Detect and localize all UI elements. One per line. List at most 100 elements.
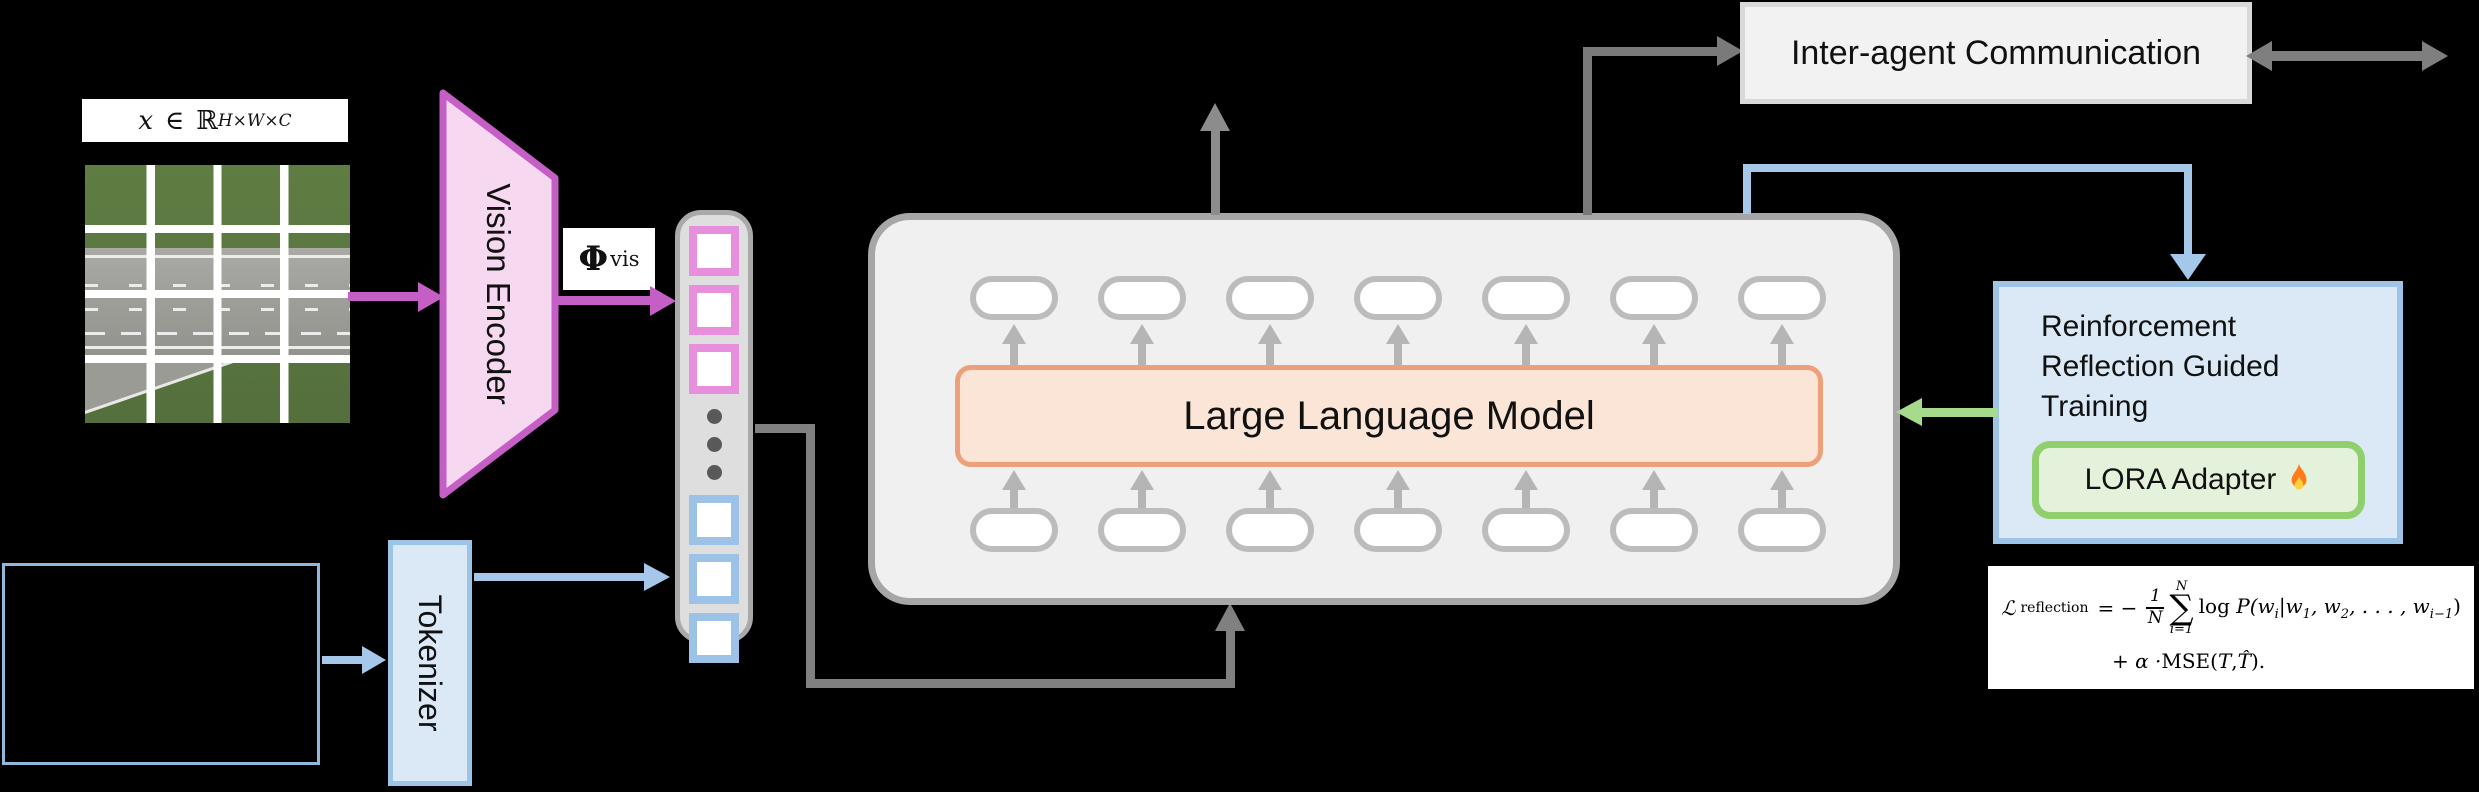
vision-encoder-label: Vision Encoder [480, 183, 517, 405]
tokens-to-llm-arrowhead [1215, 603, 1245, 631]
text-token [689, 613, 739, 663]
output-token-slot [1354, 276, 1442, 320]
input-var: x [138, 105, 153, 136]
model-to-output-arrow-line [1010, 343, 1018, 366]
model-to-output-arrowhead [1258, 324, 1282, 344]
input-token-slot [1610, 508, 1698, 552]
interagent-external-arrow-line [2270, 51, 2424, 61]
inter-agent-communication-box: Inter-agent Communication [1740, 2, 2252, 104]
text-prompt-box [2, 563, 320, 765]
llm-to-training-connector [1743, 164, 1751, 214]
model-to-output-arrowhead [1514, 324, 1538, 344]
llm-label: Large Language Model [1183, 393, 1595, 438]
ellipsis-dot [706, 409, 722, 424]
tensor-dims: H×W×C [217, 110, 292, 131]
input-token-slot [1354, 508, 1442, 552]
inter-agent-label: Inter-agent Communication [1790, 33, 2202, 72]
tokenizer-label: Tokenizer [412, 594, 449, 732]
log-term: log P(wi|w1, w2, . . . , wi−1) [2198, 594, 2461, 622]
ellipsis-dot [706, 437, 722, 452]
input-token-slot [1226, 508, 1314, 552]
text-token [689, 554, 739, 604]
tokens-to-llm-connector [755, 424, 815, 433]
model-to-output-arrowhead [1002, 324, 1026, 344]
input-to-model-arrow-line [1010, 489, 1018, 509]
model-to-output-arrow-line [1138, 343, 1146, 366]
input-to-model-arrowhead [1130, 470, 1154, 490]
input-tensor-label: x ∈ ℝ H×W×C [82, 99, 348, 142]
llm-to-training-arrowhead [2170, 254, 2206, 280]
input-to-model-arrow-line [1650, 489, 1658, 509]
model-to-output-arrowhead [1130, 324, 1154, 344]
training-to-llm-arrow-line [1922, 408, 1998, 417]
training-title-line: Training [2041, 390, 2149, 423]
output-token-slot [1738, 276, 1826, 320]
output-token-slot [1482, 276, 1570, 320]
llm-to-interagent-connector [1583, 47, 1592, 215]
llm-output-arrow-line [1211, 131, 1220, 215]
model-to-output-arrowhead [1770, 324, 1794, 344]
summation: N ∑ i=1 [2169, 578, 2194, 638]
input-token-slot [1098, 508, 1186, 552]
training-title-line: Reflection Guided [2041, 350, 2280, 383]
tokens-to-llm-connector [806, 424, 815, 688]
lora-adapter-label: LORA Adapter [2084, 463, 2277, 496]
patch-grid-overlay [85, 165, 350, 423]
llm-core: Large Language Model [955, 365, 1823, 467]
element-of-symbol: ∈ [165, 105, 185, 136]
output-token-slot [1226, 276, 1314, 320]
input-to-model-arrowhead [1258, 470, 1282, 490]
model-to-output-arrow-line [1650, 343, 1658, 366]
vision-token [689, 285, 739, 335]
training-title-line: Reinforcement [2041, 310, 2237, 343]
encoder-to-tokens-arrowhead [650, 286, 676, 316]
llm-to-training-connector [1743, 164, 2192, 172]
llm-to-training-connector [2184, 164, 2192, 256]
input-to-model-arrow-line [1522, 489, 1530, 509]
loss-symbol: ℒ [2001, 596, 2016, 620]
input-to-model-arrow-line [1394, 489, 1402, 509]
phi-symbol: Φ [578, 239, 609, 279]
model-to-output-arrow-line [1522, 343, 1530, 366]
input-to-model-arrow-line [1266, 489, 1274, 509]
vision-encoder-shape [439, 89, 559, 499]
model-to-output-arrowhead [1642, 324, 1666, 344]
llm-output-arrowhead [1200, 103, 1230, 131]
flame-icon [2291, 464, 2307, 490]
input-to-model-arrowhead [1642, 470, 1666, 490]
interagent-external-arrowhead-right [2422, 41, 2448, 71]
tokenizer-to-tokens-arrowhead [644, 563, 670, 591]
real-set-symbol: ℝ [196, 105, 218, 136]
output-token-slot [1610, 276, 1698, 320]
tokenizer-to-tokens-arrow-line [474, 573, 646, 581]
model-to-output-arrowhead [1386, 324, 1410, 344]
output-token-slot [1098, 276, 1186, 320]
input-to-model-arrowhead [1770, 470, 1794, 490]
input-image-patch-grid [85, 165, 350, 423]
phi-subscript: vis [610, 247, 640, 271]
model-to-output-arrow-line [1394, 343, 1402, 366]
tokens-to-llm-connector [806, 679, 1234, 688]
training-to-llm-arrowhead [1896, 398, 1922, 426]
ellipsis-dot [706, 465, 722, 480]
lora-adapter-box: LORA Adapter [2032, 441, 2365, 519]
input-token-slot [1738, 508, 1826, 552]
equals-minus: = − [2097, 596, 2138, 620]
prompt-to-tokenizer-arrowhead [362, 646, 386, 674]
input-to-model-arrow-line [1778, 489, 1786, 509]
fraction-1-over-N: 1 N [2146, 586, 2165, 628]
input-token-slot [1482, 508, 1570, 552]
vision-token [689, 344, 739, 394]
vision-token [689, 226, 739, 276]
tokenizer-box [388, 540, 472, 786]
llm-to-interagent-arrowhead [1717, 36, 1743, 66]
output-token-slot [970, 276, 1058, 320]
llm-to-interagent-connector [1583, 47, 1717, 56]
input-token-slot [970, 508, 1058, 552]
fraction-bar [2146, 607, 2165, 609]
input-to-model-arrowhead [1514, 470, 1538, 490]
encoder-to-tokens-arrow-line [556, 296, 652, 305]
